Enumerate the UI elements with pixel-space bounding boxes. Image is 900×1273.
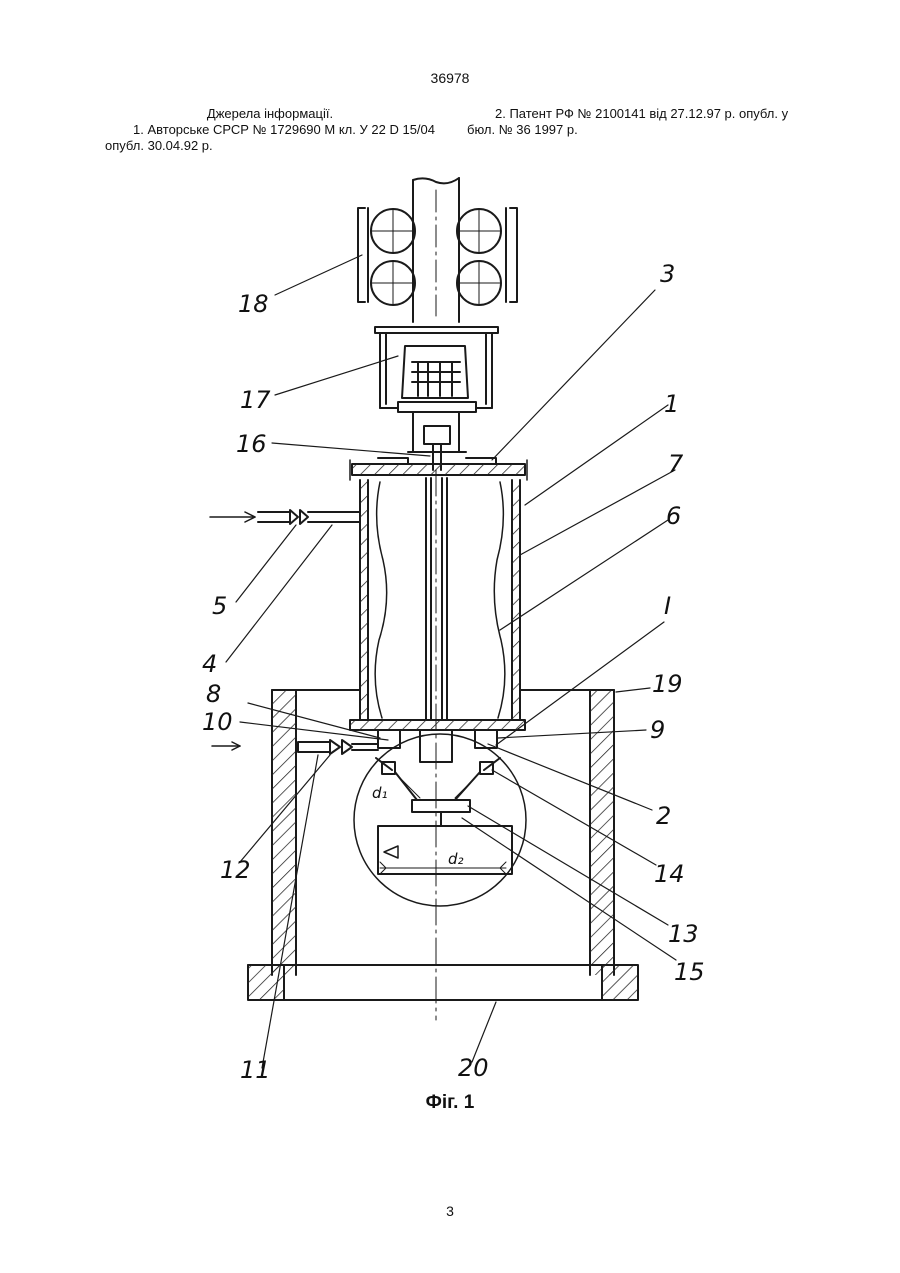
label-3: 3: [660, 260, 675, 288]
inlet-pipe: [210, 510, 360, 524]
figure-caption: Фіг. 1: [0, 1092, 900, 1114]
label-d2: d₂: [448, 850, 464, 868]
label-4: 4: [202, 650, 217, 678]
label-16: 16: [236, 430, 267, 458]
page-number: 3: [0, 1203, 900, 1219]
label-7: 7: [668, 450, 684, 478]
label-11: 11: [240, 1056, 271, 1084]
label-5: 5: [212, 592, 227, 620]
nozzle-assembly: [376, 758, 500, 826]
spinning-disc: [378, 826, 512, 874]
motor-housing: [375, 327, 498, 412]
label-10: 10: [202, 708, 233, 736]
label-13: 13: [668, 920, 699, 948]
outer-casing: [272, 690, 614, 975]
label-d1: d₁: [372, 784, 388, 802]
top-flange: [350, 452, 527, 480]
base-plate: [248, 965, 638, 1000]
label-15: 15: [674, 958, 705, 986]
label-6: 6: [666, 502, 681, 530]
label-1: 1: [664, 390, 679, 418]
coupling: [413, 412, 459, 470]
drive-rod: [413, 178, 459, 322]
label-12: 12: [220, 856, 251, 884]
label-9: 9: [650, 716, 665, 744]
label-14: 14: [654, 860, 685, 888]
label-17: 17: [240, 386, 271, 414]
label-18: 18: [238, 290, 269, 318]
label-20: 20: [458, 1054, 489, 1082]
feed-rollers: [358, 208, 517, 305]
label-2: 2: [656, 802, 671, 830]
label-8: 8: [206, 680, 221, 708]
label-I: I: [664, 592, 671, 620]
label-19: 19: [652, 670, 683, 698]
bottom-flange: [350, 720, 525, 762]
